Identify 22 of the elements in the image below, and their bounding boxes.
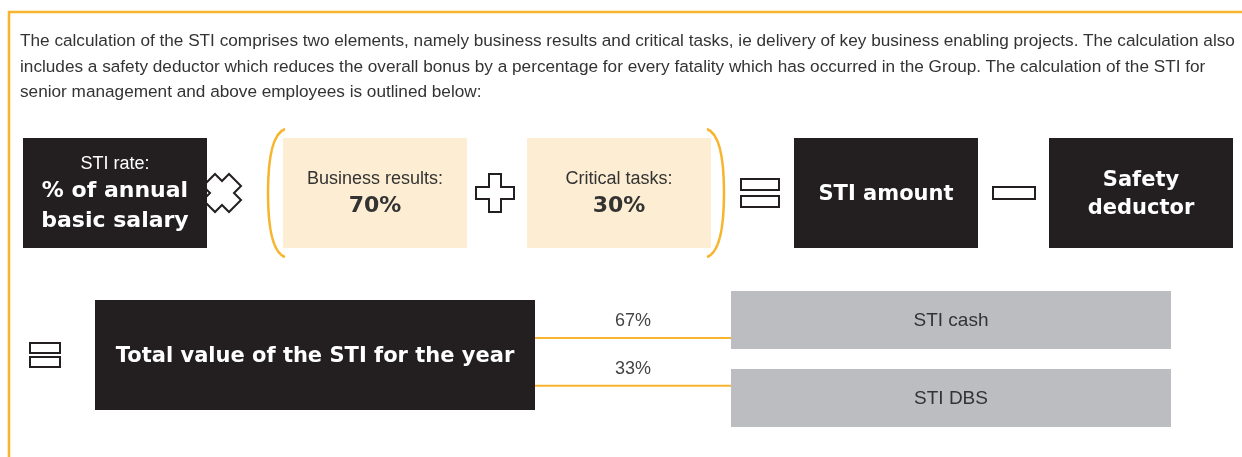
label-text: Critical tasks: [565,167,673,190]
formula-box [794,138,978,248]
formula-box [731,369,1171,427]
label-text: STI cash [913,308,989,333]
formula-box [527,138,711,248]
formula-box [283,138,467,248]
connector-line [534,337,732,339]
value-text: 70% [348,191,402,220]
formula-box [1049,138,1233,248]
connector-line [534,384,732,387]
value-text: % of annual basic salary [40,176,190,235]
label-text: Total value of the STI for the year [115,341,515,369]
label-text: Business results: [306,167,444,190]
label-text: STI DBS [914,386,988,411]
label-text: STI rate: [80,152,150,176]
label-text: Safety deductor [1086,165,1196,221]
intro-paragraph: The calculation of the STI comprises two elements, namely business results and critical tasks, ie delivery of key business enabling projects. The calculation also includes a safety deductor which reduces the overall bonus by a percentage for every fatality which has occurred in the Group. The calculation of the STI for senior management and above employees is outlined below: [20,29,1235,103]
label-text: STI amount [818,179,954,207]
formula-box [95,300,535,410]
value-text: 30% [592,191,646,220]
formula-box [23,138,207,248]
formula-box [731,291,1171,349]
